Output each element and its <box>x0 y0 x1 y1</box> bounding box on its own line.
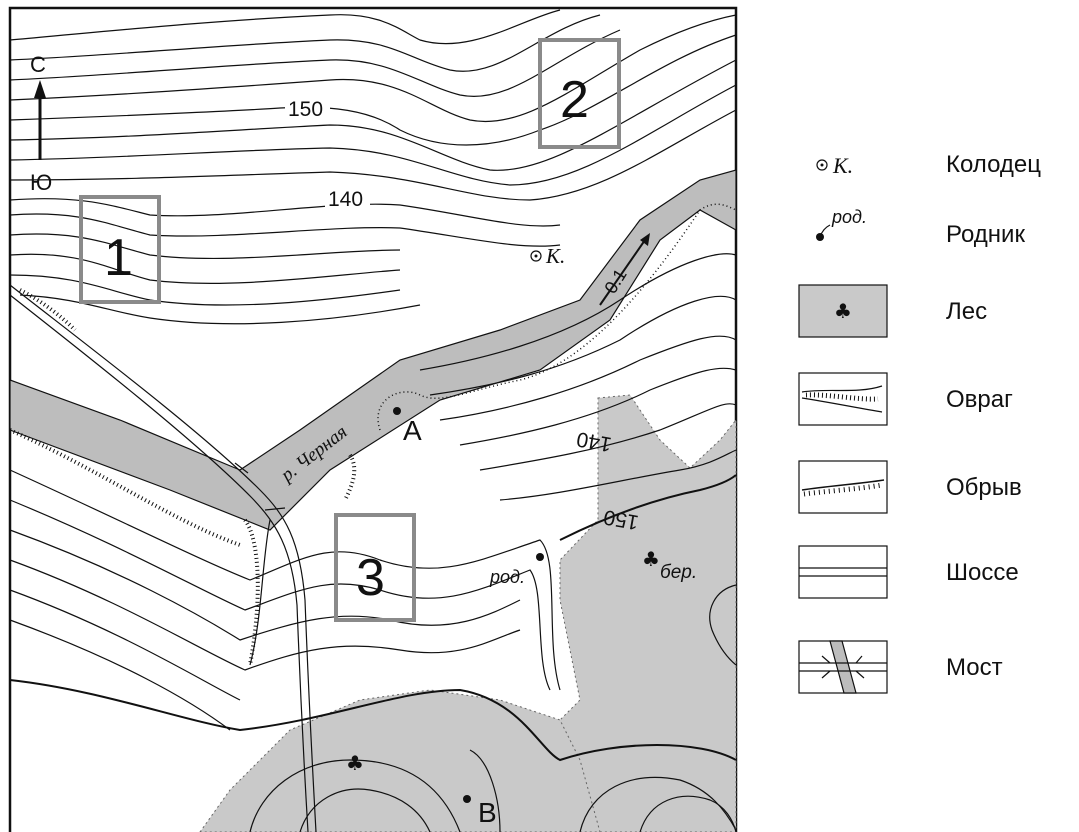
spring-legend-icon: род. <box>816 207 867 241</box>
forest-area-east <box>559 394 737 832</box>
cliff-legend-icon <box>798 460 888 514</box>
legend-label-highway: Шоссе <box>946 559 1019 586</box>
contours-south <box>9 253 737 832</box>
spring-label: род. <box>489 567 525 587</box>
contours-north <box>9 9 737 325</box>
well-legend-icon: К. <box>816 153 853 178</box>
bridge <box>234 462 286 511</box>
forest-legend-icon: ♣ <box>798 284 888 338</box>
legend-label-ravine: Овраг <box>946 386 1013 413</box>
legend-label-bridge: Мост <box>946 654 1003 681</box>
square-2 <box>538 38 621 149</box>
legend-item-ravine: Овраг <box>798 372 1068 442</box>
compass-north-label: С <box>30 52 46 77</box>
spring-symbol <box>536 553 544 561</box>
contour-label-150-north: 150 <box>288 98 323 121</box>
legend-label-cliff: Обрыв <box>946 474 1022 501</box>
legend-item-forest: ♣ Лес <box>798 284 1068 354</box>
river-flow-arrow <box>599 233 650 306</box>
well-label: К. <box>545 244 565 268</box>
highway <box>9 284 317 832</box>
legend-item-cliff: Обрыв <box>798 460 1068 530</box>
legend-item-spring: род. Родник <box>798 205 1068 275</box>
legend-label-spring: Родник <box>946 221 1025 248</box>
bridge-legend-icon <box>798 640 888 694</box>
forest-area-south <box>199 689 601 832</box>
ravines <box>9 203 737 666</box>
point-b-marker <box>463 795 471 803</box>
square-2-label: 2 <box>560 71 589 129</box>
well-legend-symbol-text: К. <box>832 153 853 178</box>
river-chernaya <box>9 169 737 531</box>
square-3 <box>334 513 416 622</box>
legend-item-bridge: Мост <box>798 640 1068 710</box>
legend-label-forest: Лес <box>946 298 988 325</box>
point-a-marker <box>393 407 401 415</box>
topographic-map: С Ю 150 140 140 150 р. Черная 0.1 К. род… <box>8 6 738 832</box>
square-3-label: 3 <box>356 549 385 607</box>
point-b-label: B <box>478 797 497 828</box>
forest-type-label: бер. <box>660 562 697 583</box>
compass-south-label: Ю <box>30 170 52 195</box>
legend-item-highway: Шоссе <box>798 545 1068 615</box>
contour-label-140-north: 140 <box>328 188 363 211</box>
compass-arrow <box>34 80 46 160</box>
svg-text:♣: ♣ <box>834 299 852 323</box>
spring-legend-symbol-text: род. <box>831 207 867 227</box>
well-symbol <box>530 250 542 262</box>
ravine-legend-icon <box>798 372 888 426</box>
legend-item-well: К. Колодец <box>798 143 1068 213</box>
point-a-label: A <box>403 415 422 446</box>
square-1 <box>79 195 161 304</box>
highway-legend-icon <box>798 545 888 599</box>
tree-icon: ♣ <box>346 751 364 775</box>
legend-label-well: Колодец <box>946 151 1041 178</box>
square-1-label: 1 <box>104 229 133 287</box>
tree-icon: ♣ <box>642 547 660 571</box>
